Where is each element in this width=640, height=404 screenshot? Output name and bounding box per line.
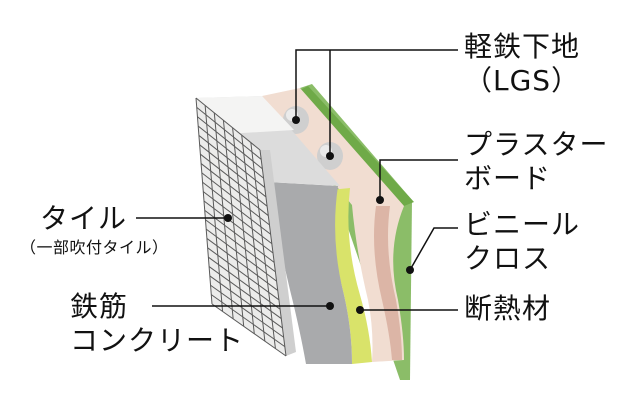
dot-plasterboard — [376, 196, 384, 204]
dot-insulation — [356, 306, 364, 314]
tile-grid-hline — [200, 153, 268, 207]
tile-grid-hline — [197, 125, 264, 179]
tile-grid-hline — [210, 294, 286, 348]
plasterboard-layer — [262, 88, 404, 362]
tile-grid-hline — [197, 116, 263, 170]
tile-side-face — [260, 150, 296, 356]
tile-grid-hline — [195, 97, 261, 151]
dot-vinyl-cloth — [406, 266, 414, 274]
tile-grid-hline — [207, 247, 280, 301]
vinyl-cloth-top-edge — [296, 86, 414, 206]
tile-grid-hline — [211, 303, 287, 357]
label-insulation: 断熱材 — [464, 292, 552, 325]
leader-vinyl-cloth — [409, 227, 458, 271]
label-tile-note: （一部吹付タイル） — [20, 238, 169, 257]
tile-grid-hline — [209, 275, 283, 329]
insulation-layer — [330, 188, 372, 364]
tile-grid-hline — [203, 200, 274, 254]
tile-grid-hline — [210, 284, 284, 338]
tile-grid-hline — [202, 191, 273, 245]
plasterboard-edge-shade — [374, 206, 402, 360]
leader-plasterboard — [379, 159, 458, 200]
dot-lgs — [292, 116, 300, 124]
dot-lgs-2 — [326, 152, 334, 160]
tile-grid-hline — [196, 106, 262, 160]
tile-grid — [195, 97, 287, 357]
label-plasterboard: プラスター ボード — [464, 128, 609, 195]
tile-grid-hline — [201, 172, 270, 226]
tile-grid-hline — [198, 135, 266, 188]
dot-tile — [224, 214, 232, 222]
tile-grid-hline — [199, 144, 267, 198]
dot-concrete — [326, 302, 334, 310]
tile-grid-hline — [206, 238, 279, 291]
label-concrete: 鉄筋 コンクリート — [70, 290, 245, 357]
tile-grid-hline — [208, 266, 282, 319]
label-tile: タイル — [40, 202, 128, 235]
concrete-layer — [268, 182, 352, 364]
tile-grid-hline — [204, 209, 275, 263]
label-lgs: 軽鉄下地 （LGS） — [464, 30, 581, 97]
tile-grid-hline — [205, 228, 277, 282]
tile-grid-hline — [200, 163, 269, 216]
label-vinyl-cloth: ビニール クロス — [464, 208, 581, 275]
tile-grid-hline — [202, 181, 271, 235]
leader-lgs — [295, 49, 458, 120]
tile-grid-hline — [205, 219, 276, 273]
tile-grid-hline — [208, 256, 281, 310]
